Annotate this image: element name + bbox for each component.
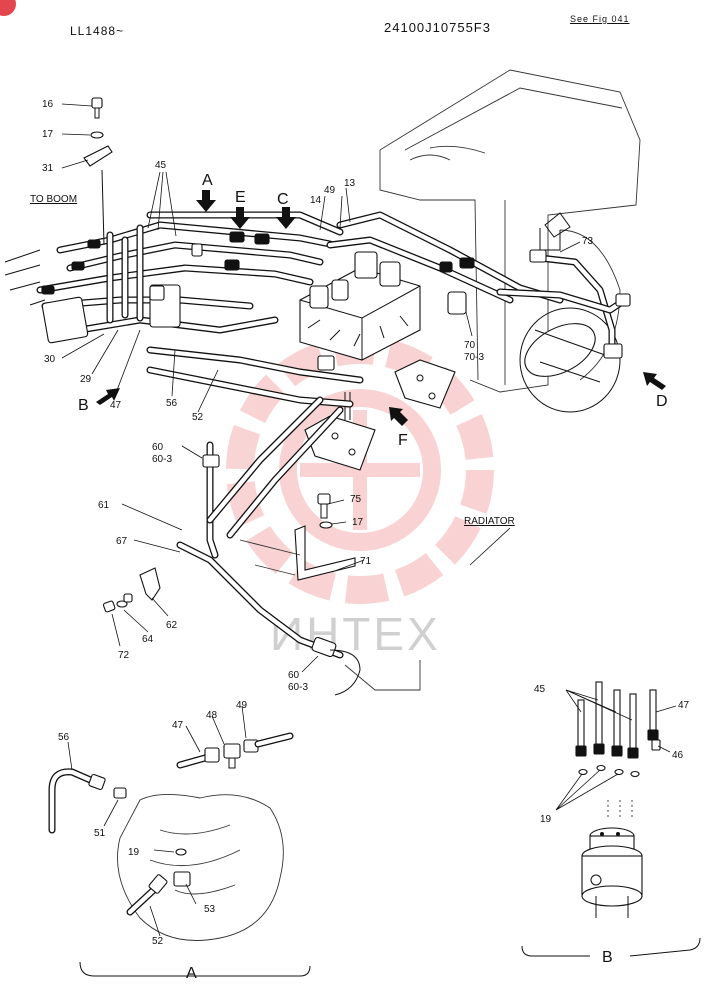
- callout-71: 71: [360, 556, 372, 567]
- pump-supply-line: [496, 249, 631, 359]
- arrow-a: [196, 190, 216, 212]
- detail-a-title: A: [186, 965, 197, 982]
- corner-badge: [0, 0, 16, 16]
- callout-70-3: 70-3: [464, 352, 484, 363]
- swivel-joint: [581, 800, 643, 918]
- callout-49: 49: [324, 185, 336, 196]
- detail-a-callout-52: 52: [152, 936, 164, 947]
- detail-b-callout-45: 45: [534, 684, 546, 695]
- callout-45: 45: [155, 160, 167, 171]
- callout-62: 62: [166, 620, 178, 631]
- callout-75: 75: [350, 494, 362, 505]
- drawing-range-code: LL1488~: [70, 24, 125, 38]
- detail-a: [48, 705, 311, 977]
- arrow-c: [276, 207, 296, 229]
- detail-a-callout-47: 47: [172, 720, 184, 731]
- detail-a-callout-48: 48: [206, 710, 218, 721]
- view-arrows: [96, 190, 666, 426]
- arrow-d: [643, 372, 666, 390]
- detail-b-pipes: [575, 681, 661, 778]
- detail-a-callout-49: 49: [236, 700, 248, 711]
- callout-73: 73: [582, 236, 594, 247]
- pipe-fittings: [41, 231, 475, 315]
- callout-leaders: [61, 103, 581, 673]
- arrow-b: [96, 388, 120, 405]
- note-radiator: RADIATOR: [464, 516, 515, 527]
- callout-72: 72: [118, 650, 130, 661]
- radiator-bracket: [239, 525, 356, 581]
- arrow-label-c: C: [277, 191, 289, 208]
- callout-60b: 60: [288, 670, 300, 681]
- arrow-label-f: F: [398, 432, 408, 449]
- callout-31: 31: [42, 163, 54, 174]
- watermark-text: ИНТЕХ: [270, 608, 441, 660]
- arrow-label-b: B: [78, 397, 89, 414]
- callout-16: 16: [42, 99, 54, 110]
- detail-a-callout-56: 56: [58, 732, 70, 743]
- callout-67: 67: [116, 536, 128, 547]
- callout-56: 56: [166, 398, 178, 409]
- hardware-parts: [83, 97, 333, 613]
- callout-29: 29: [80, 374, 92, 385]
- callout-64: 64: [142, 634, 154, 645]
- arrow-label-a: A: [202, 172, 213, 189]
- callout-60-3b: 60-3: [288, 682, 308, 693]
- detail-b-title: B: [602, 949, 613, 966]
- detail-b: [521, 681, 701, 957]
- callout-14: 14: [310, 195, 322, 206]
- callout-17b: 17: [352, 517, 364, 528]
- detail-a-callout-19: 19: [128, 847, 140, 858]
- callout-13: 13: [344, 178, 356, 189]
- callout-52: 52: [192, 412, 204, 423]
- engine-block: [379, 69, 641, 413]
- control-valve-body: [299, 251, 421, 371]
- detail-a-callout-53: 53: [204, 904, 216, 915]
- return-pipe-to-radiator: [176, 396, 421, 696]
- detail-b-callout-19: 19: [540, 814, 552, 825]
- arrow-label-d: D: [656, 393, 668, 410]
- detail-b-callout-47: 47: [678, 700, 690, 711]
- callout-61: 61: [98, 500, 110, 511]
- callout-70: 70: [464, 340, 476, 351]
- arrow-label-e: E: [235, 189, 246, 206]
- part-number: 24100J10755F3: [384, 20, 491, 35]
- note-to-boom: TO BOOM: [30, 194, 77, 205]
- callout-17: 17: [42, 129, 54, 140]
- callout-60-3: 60-3: [152, 454, 172, 465]
- callout-47: 47: [110, 400, 122, 411]
- detail-b-callout-46: 46: [672, 750, 684, 761]
- detail-a-callout-51: 51: [94, 828, 106, 839]
- callout-60: 60: [152, 442, 164, 453]
- arrow-f: [389, 407, 408, 426]
- callout-30: 30: [44, 354, 56, 365]
- arrow-e: [230, 207, 250, 229]
- figure-reference: See Fig 041: [570, 14, 630, 24]
